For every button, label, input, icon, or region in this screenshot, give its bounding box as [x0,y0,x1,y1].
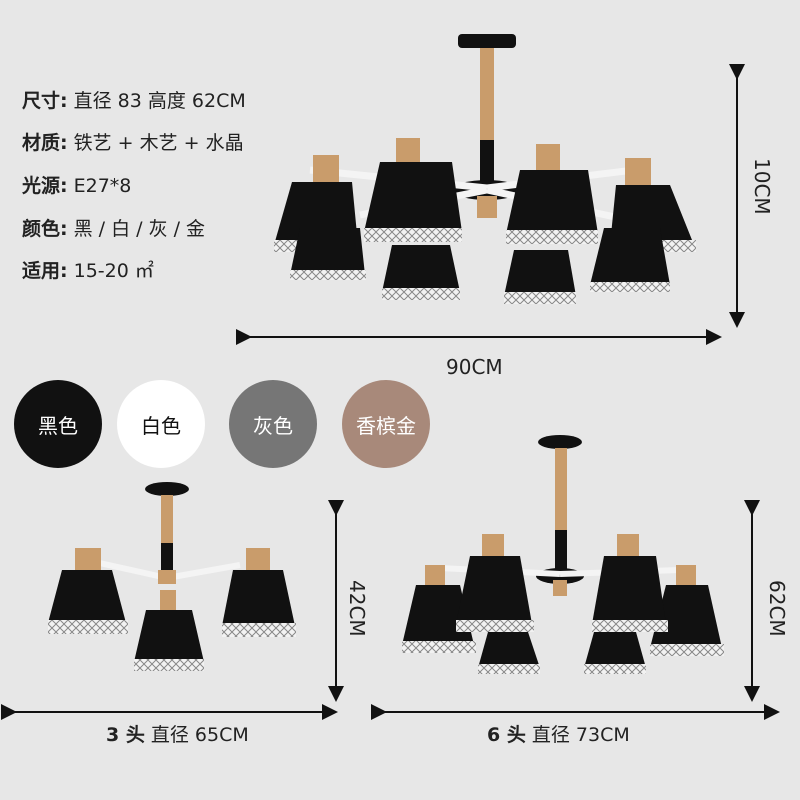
spec-value: 直径 83 高度 62CM [73,90,246,112]
lamp-shade [506,144,598,244]
caption-heads: 3 头 [106,724,145,746]
small-chandelier [48,482,296,671]
lamp-shade [134,590,204,671]
main-chandelier [274,34,696,304]
spec-label: 材质: [22,132,68,154]
spec-color: 颜色:黑 / 白 / 灰 / 金 [22,217,205,241]
swatch-label: 黑色 [38,413,78,438]
spec-size: 尺寸:直径 83 高度 62CM [22,89,246,113]
lamp-shade [290,228,366,280]
lamp-shade [504,250,576,304]
spec-area: 适用:15-20 ㎡ [22,259,154,283]
spec-value: 铁艺 + 木艺 + 水晶 [73,132,244,154]
spec-value: 15-20 ㎡ [73,260,154,282]
caption-heads: 6 头 [487,724,526,746]
lamp-shade [364,138,462,242]
swatch-gray[interactable]: 灰色 [229,380,317,468]
swatch-label: 香槟金 [356,413,416,438]
caption-diameter: 直径 65CM [150,724,249,746]
spec-value: 黑 / 白 / 灰 / 金 [73,218,206,240]
spec-label: 适用: [22,260,68,282]
swatch-black[interactable]: 黑色 [14,380,102,468]
spec-light-source: 光源:E27*8 [22,174,131,198]
swatch-white[interactable]: 白色 [117,380,205,468]
swatch-label: 灰色 [253,413,293,438]
lamp-shade [478,632,540,674]
spec-label: 光源: [22,175,68,197]
lamp-shade [48,548,128,634]
lamp-shade [382,245,460,300]
lamp-shade [222,548,296,637]
small-caption: 3 头 直径 65CM [106,720,249,747]
lamp-shade [650,565,724,656]
spec-label: 颜色: [22,218,68,240]
lamp-shade [590,228,670,292]
spec-label: 尺寸: [22,90,68,112]
lamp-shade [584,632,646,674]
lamp-shade [456,534,534,632]
medium-chandelier [402,435,724,674]
caption-diameter: 直径 73CM [531,724,630,746]
swatch-champagne-gold[interactable]: 香槟金 [342,380,430,468]
main-height-label: 10CM [750,158,774,215]
small-height-label: 42CM [345,580,369,637]
medium-caption: 6 头 直径 73CM [487,720,630,747]
medium-height-label: 62CM [765,580,789,637]
main-width-label: 90CM [446,355,503,379]
swatch-label: 白色 [141,413,181,438]
lamp-shade [592,534,668,632]
spec-value: E27*8 [73,175,132,197]
spec-material: 材质:铁艺 + 木艺 + 水晶 [22,131,244,155]
